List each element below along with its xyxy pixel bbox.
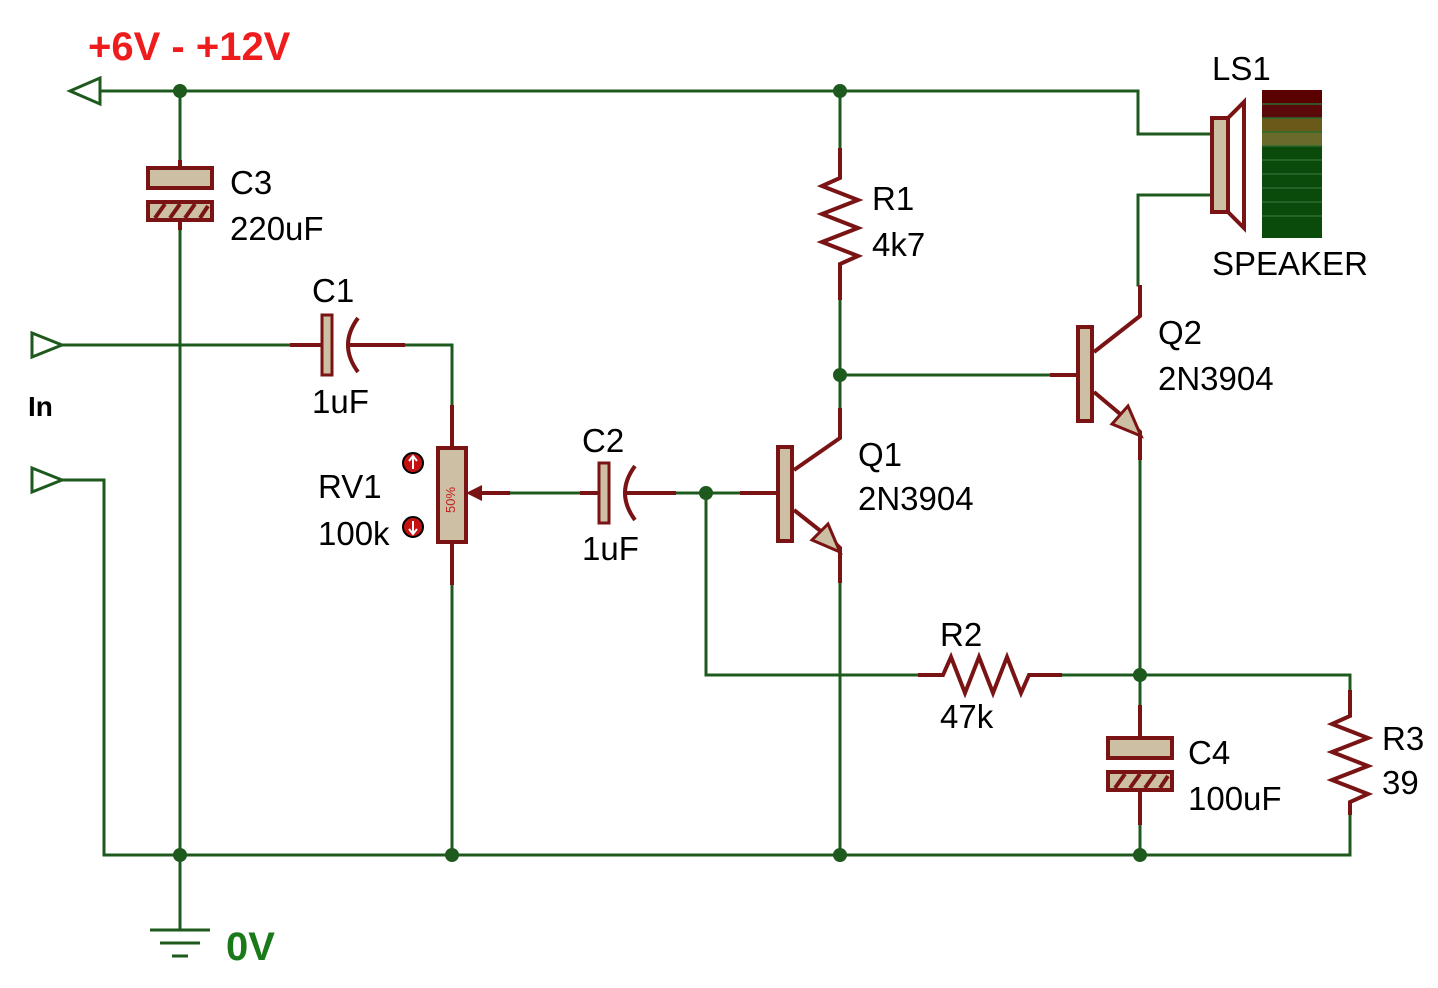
junction-dot — [833, 368, 847, 382]
q2-ref: Q2 — [1158, 314, 1202, 351]
c2-ref: C2 — [582, 422, 624, 459]
r1-ref: R1 — [872, 180, 914, 217]
c3-value: 220uF — [230, 210, 324, 247]
wires — [60, 89, 1352, 932]
junction-dot — [173, 84, 187, 98]
r2-value: 47k — [940, 698, 994, 735]
transistor-q1 — [740, 408, 843, 583]
capacitor-c4 — [1106, 705, 1174, 825]
junction-dot — [833, 848, 847, 862]
c1-ref: C1 — [312, 272, 354, 309]
junction-dots — [173, 84, 1147, 862]
c4-value: 100uF — [1188, 780, 1282, 817]
resistor-r3 — [1326, 690, 1374, 815]
junction-dot — [173, 848, 187, 862]
input-terminal-1 — [30, 330, 67, 360]
rv1-value: 100k — [318, 515, 390, 552]
c4-ref: C4 — [1188, 734, 1230, 771]
level-meter — [1262, 90, 1322, 238]
q1-ref: Q1 — [858, 436, 902, 473]
junction-dot — [699, 486, 713, 500]
ls1-value: SPEAKER — [1212, 245, 1368, 282]
q1-value: 2N3904 — [858, 480, 974, 517]
resistor-r1 — [816, 148, 864, 300]
decrement-button[interactable] — [402, 516, 424, 538]
r1-value: 4k7 — [872, 226, 925, 263]
potentiometer-rv1: 50% — [402, 405, 510, 585]
junction-dot — [1133, 848, 1147, 862]
transistor-q2 — [1050, 285, 1144, 460]
rv1-ref: RV1 — [318, 468, 382, 505]
speaker-ls1 — [1210, 97, 1246, 233]
junction-dot — [1133, 668, 1147, 682]
junction-dot — [445, 848, 459, 862]
resistor-r2 — [918, 651, 1062, 699]
capacitor-c3 — [146, 160, 214, 230]
ground-symbol — [150, 928, 210, 958]
input-terminal-2 — [30, 465, 67, 495]
increment-button[interactable] — [402, 452, 424, 474]
capacitor-c1 — [290, 313, 405, 377]
rv1-setting: 50% — [443, 487, 458, 513]
capacitor-c2 — [580, 461, 676, 525]
c2-value: 1uF — [582, 530, 639, 567]
r2-ref: R2 — [940, 616, 982, 653]
input-label: In — [28, 391, 53, 422]
r3-value: 39 — [1382, 764, 1419, 801]
ground-voltage-label: 0V — [226, 925, 275, 969]
supply-voltage-label: +6V - +12V — [88, 25, 291, 69]
r3-ref: R3 — [1382, 720, 1424, 757]
c1-value: 1uF — [312, 383, 369, 420]
q2-value: 2N3904 — [1158, 360, 1274, 397]
junction-dot — [833, 84, 847, 98]
ls1-ref: LS1 — [1212, 50, 1271, 87]
supply-terminal — [66, 75, 102, 107]
c3-ref: C3 — [230, 164, 272, 201]
